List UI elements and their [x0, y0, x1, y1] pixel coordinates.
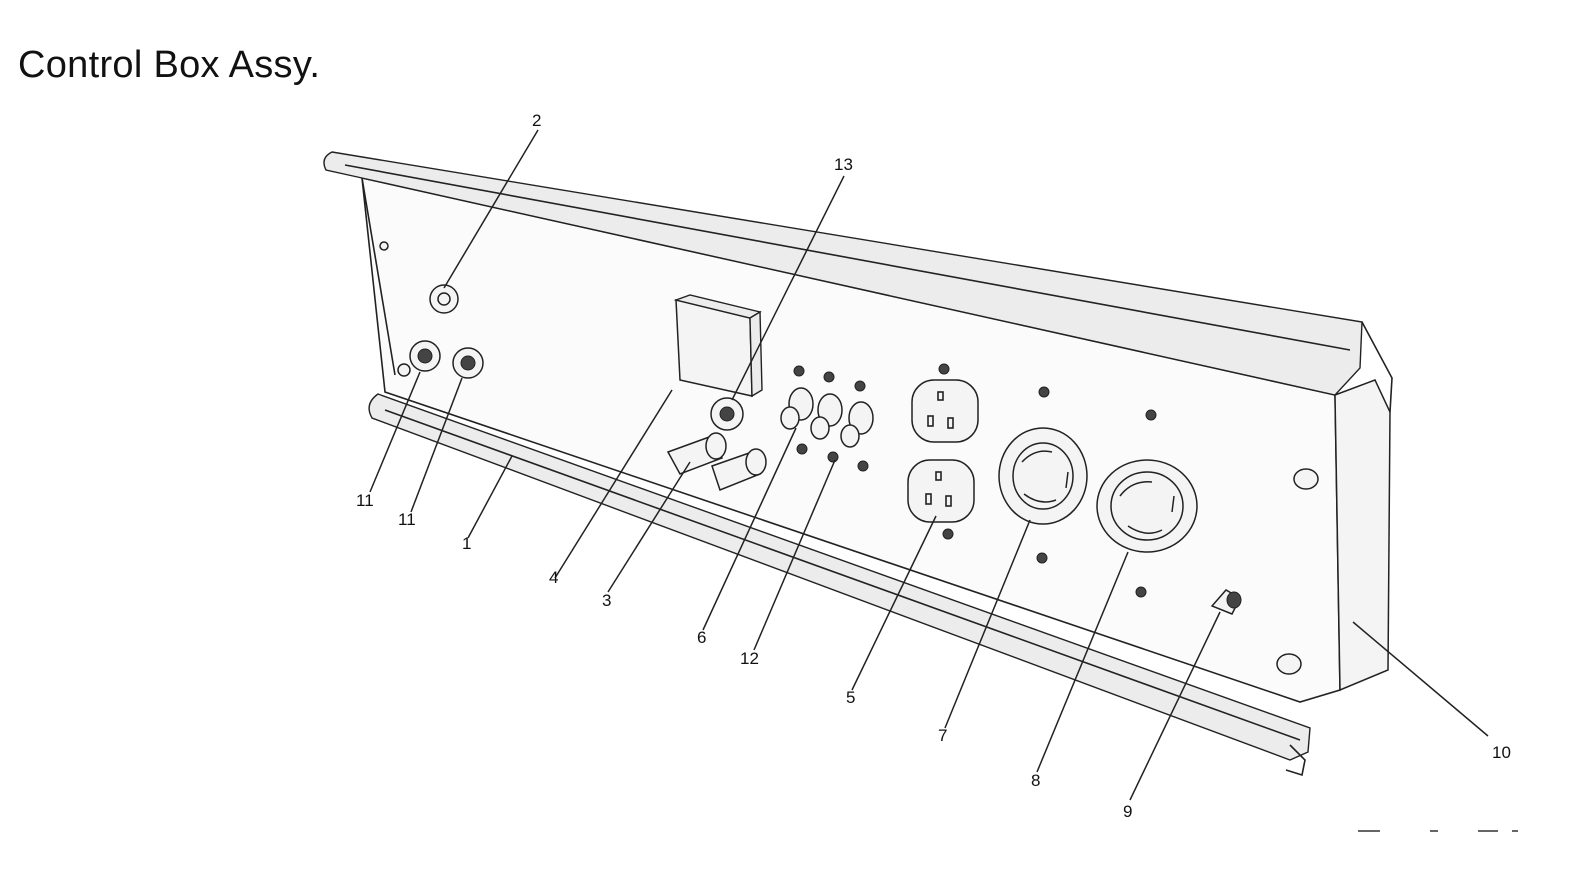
callout-5: 5 — [846, 688, 855, 707]
callout-9: 9 — [1123, 802, 1132, 821]
callout-1: 1 — [462, 534, 471, 553]
bottom-rail — [368, 393, 1311, 761]
panel-top-lip — [323, 151, 1363, 396]
callout-13: 13 — [834, 155, 853, 174]
outlet-5-lower — [907, 459, 975, 523]
diagram-title: Control Box Assy. — [18, 44, 321, 86]
outlet-5-upper — [911, 379, 979, 443]
callout-11b: 11 — [398, 510, 416, 529]
callout-3: 3 — [602, 591, 611, 610]
callout-6: 6 — [697, 628, 706, 647]
callout-10: 10 — [1492, 743, 1511, 762]
side-box — [1334, 379, 1391, 692]
callout-4: 4 — [549, 568, 558, 587]
callout-2: 2 — [532, 111, 541, 130]
callout-8: 8 — [1031, 771, 1040, 790]
callout-11a: 11 — [356, 491, 374, 510]
callout-7: 7 — [938, 726, 947, 745]
callout-12: 12 — [740, 649, 759, 668]
